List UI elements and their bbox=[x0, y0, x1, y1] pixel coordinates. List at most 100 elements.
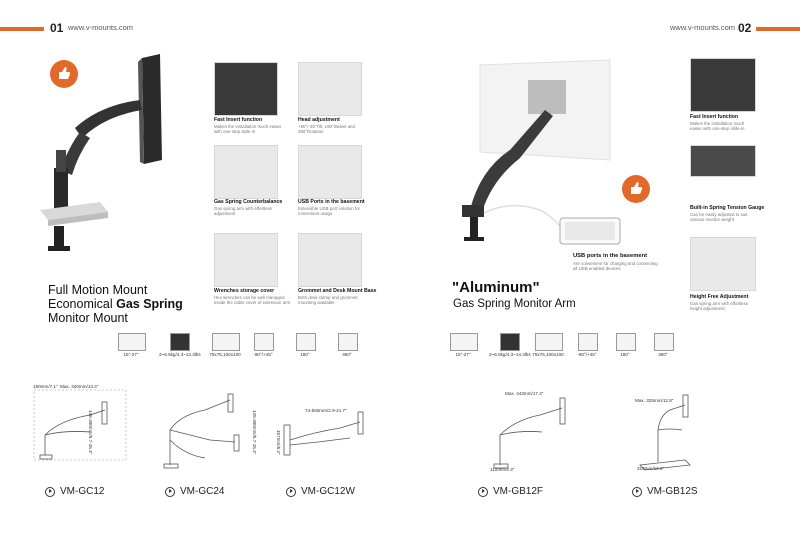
spec-tilt-icon bbox=[578, 333, 598, 351]
model-label: VM-GC12 bbox=[45, 486, 104, 497]
feature-title: Gas Spring Counterbalance bbox=[214, 199, 283, 205]
play-circle-icon bbox=[632, 486, 642, 497]
model-label: VM-GC24 bbox=[165, 486, 224, 497]
dimension-label: 145-390mm/5.7-15.4" bbox=[88, 410, 93, 455]
title-line-2: Economical bbox=[48, 297, 117, 311]
thumbs-up-icon bbox=[631, 182, 643, 194]
model-name: VM-GB12F bbox=[493, 486, 544, 497]
left-product-title: Full Motion Mount Economical Gas Spring … bbox=[48, 283, 183, 325]
spec-vesa-icon bbox=[212, 333, 240, 351]
feature-desc: Both desk clamp and grommet mounting ava… bbox=[298, 295, 358, 306]
feature-desc: Makes the installation much easier with … bbox=[214, 124, 282, 135]
thumbs-up-badge bbox=[50, 60, 78, 88]
right-product-subtitle: Gas Spring Monitor Arm bbox=[453, 298, 576, 310]
spec-size-icon bbox=[450, 333, 478, 351]
feature-title: USB Ports in the basement bbox=[298, 199, 365, 205]
feature-desc: +90°/-45°Tilt, ±90°Swivel and 360°Rotati… bbox=[298, 124, 355, 135]
model-label: VM-GB12S bbox=[632, 486, 698, 497]
play-circle-icon bbox=[286, 486, 296, 497]
vm-gc12w-diagram bbox=[283, 411, 364, 456]
spec-label: 360° bbox=[342, 352, 352, 357]
spec-label: 180° bbox=[620, 352, 630, 357]
spec-size-icon bbox=[118, 333, 146, 351]
model-name: VM-GC24 bbox=[180, 486, 225, 497]
right-page-number: 02 bbox=[738, 21, 752, 35]
feature-title: Head adjustment bbox=[298, 117, 340, 123]
right-website: www.v-mounts.com bbox=[670, 23, 736, 32]
left-page-number: 01 bbox=[50, 21, 64, 35]
spec-load-icon bbox=[500, 333, 520, 351]
feature-desc: Can be easily adjusted to suit various m… bbox=[690, 212, 748, 223]
spec-label: 2~6.5kg/4.3~14.3lbs bbox=[489, 352, 531, 357]
vm-gb12f-diagram bbox=[493, 397, 566, 469]
feature-title: Fast Insert function bbox=[214, 117, 263, 123]
fast-insert-image bbox=[214, 62, 278, 116]
thumbs-up-icon bbox=[59, 67, 71, 79]
feature-title: Built-in Spring Tension Gauge bbox=[690, 205, 765, 211]
tension-gauge-image bbox=[690, 145, 756, 177]
right-product-title: "Aluminum" bbox=[452, 279, 540, 296]
fast-insert-image bbox=[690, 58, 756, 112]
dimension-label: 310mm/12.2" bbox=[637, 466, 665, 471]
spec-label: 180° bbox=[300, 352, 310, 357]
dimension-label: 180mm/7.1" bbox=[33, 384, 58, 389]
dimension-label: Max. 340mm/13.4" bbox=[60, 384, 99, 389]
spec-label: -90°/+45° bbox=[577, 352, 597, 357]
spec-label: 15"-27" bbox=[123, 352, 139, 357]
aluminum-arm-image bbox=[462, 59, 621, 245]
grommet-base-image bbox=[298, 233, 362, 287]
play-circle-icon bbox=[165, 486, 175, 497]
spec-rotation-icon bbox=[654, 333, 674, 351]
spec-label: 2~6.5kg/4.3~14.3lbs bbox=[159, 352, 201, 357]
feature-desc: Extensible USB port solution for conveni… bbox=[298, 206, 360, 217]
left-accent-bar bbox=[0, 27, 44, 31]
feature-title: Grommet and Desk Mount Base bbox=[298, 288, 377, 294]
title-line-2-bold: Gas Spring bbox=[116, 297, 183, 311]
title-line-3: Monitor Mount bbox=[48, 311, 128, 325]
vm-gc12-diagram bbox=[33, 389, 127, 461]
play-circle-icon bbox=[478, 486, 488, 497]
usb-feature-title: USB ports in the basement bbox=[573, 253, 648, 259]
dimension-label: 110mm/4.3" bbox=[490, 467, 515, 472]
spec-label: 360° bbox=[658, 352, 668, 357]
usb-feature-desc: Are convenient for charging and connecti… bbox=[573, 261, 658, 272]
vm-gb12s-diagram bbox=[639, 394, 691, 471]
spec-label: 15"-27" bbox=[455, 352, 471, 357]
spec-rotation-icon bbox=[338, 333, 358, 351]
feature-desc: Makes the installation much easier with … bbox=[690, 121, 745, 132]
left-website: www.v-mounts.com bbox=[68, 23, 134, 32]
spec-swivel-icon bbox=[296, 333, 316, 351]
spec-load-icon bbox=[170, 333, 190, 351]
thumbs-up-badge bbox=[622, 175, 650, 203]
gas-spring-arm-image bbox=[40, 54, 162, 251]
feature-desc: Gas spring arm with effortless adjustmen… bbox=[214, 206, 272, 217]
vm-gc24-diagram bbox=[163, 393, 240, 469]
dimension-label: Max. 325mm/12.8" bbox=[635, 398, 674, 403]
title-line-1: Full Motion Mount bbox=[48, 283, 148, 297]
model-name: VM-GB12S bbox=[647, 486, 698, 497]
model-name: VM-GC12 bbox=[60, 486, 105, 497]
right-accent-bar bbox=[756, 27, 800, 31]
dimension-label: 145-390mm/5.7-15.4" bbox=[252, 410, 257, 455]
model-name: VM-GC12W bbox=[301, 486, 355, 497]
dimension-label: 157mm/6.2" bbox=[276, 430, 281, 455]
spec-label: -90°/+45° bbox=[253, 352, 273, 357]
spec-tilt-icon bbox=[254, 333, 274, 351]
feature-desc: Gas spring arm with effortless height ad… bbox=[690, 301, 748, 312]
feature-title: Fast Insert function bbox=[690, 114, 739, 120]
counterbalance-image bbox=[214, 145, 278, 199]
dimension-label: 74-550mm/2.9-21.7" bbox=[305, 408, 347, 413]
feature-title: Height Free Adjustment bbox=[690, 294, 749, 300]
wrench-storage-image bbox=[214, 233, 278, 287]
dimension-label: Max. 443mm/17.4" bbox=[505, 391, 544, 396]
spec-vesa-icon bbox=[535, 333, 563, 351]
play-circle-icon bbox=[45, 486, 55, 497]
spec-label: 75x75,100x100 bbox=[532, 352, 564, 357]
spec-swivel-icon bbox=[616, 333, 636, 351]
feature-desc: Hex wrenches can be well managed inside … bbox=[214, 295, 291, 306]
spec-label: 75x75,100x100 bbox=[209, 352, 241, 357]
head-adjustment-image bbox=[298, 62, 362, 116]
model-label: VM-GB12F bbox=[478, 486, 543, 497]
model-label: VM-GC12W bbox=[286, 486, 355, 497]
feature-title: Wrenches storage cover bbox=[214, 288, 275, 294]
